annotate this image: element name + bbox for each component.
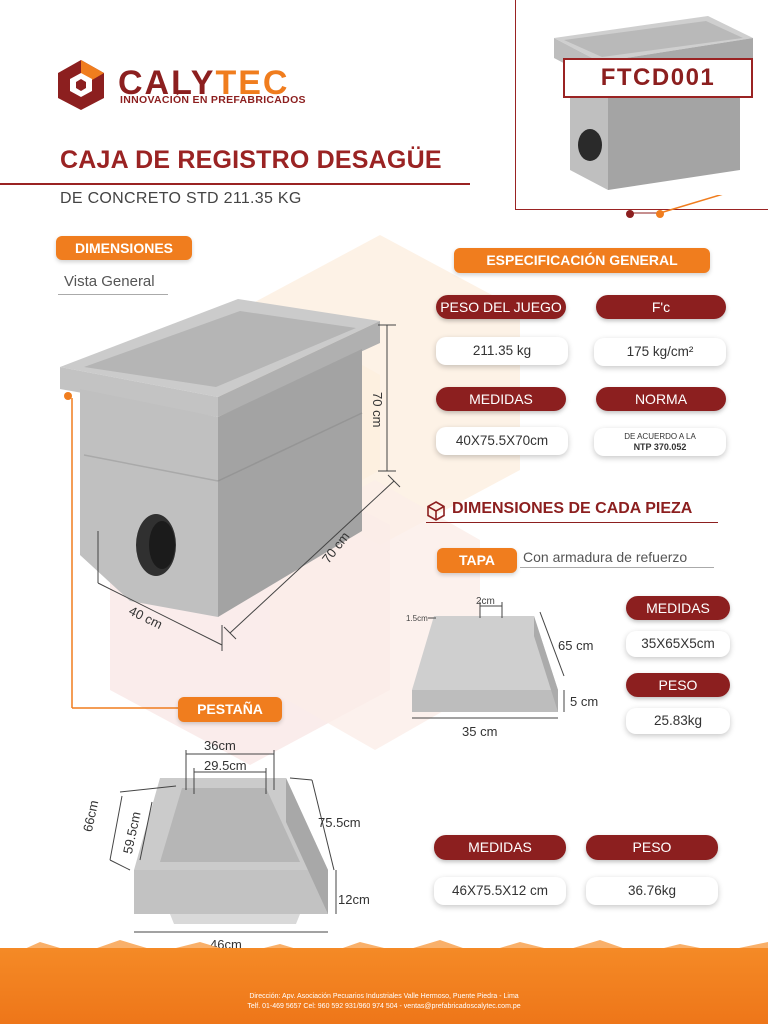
page-subtitle: DE CONCRETO STD 211.35 KG xyxy=(60,190,302,207)
tapa-35cm-dim: 35 cm xyxy=(462,724,498,739)
title-divider xyxy=(0,183,470,185)
pestana-illustration xyxy=(109,750,337,933)
dimensiones-label: DIMENSIONES xyxy=(56,236,192,260)
product-photo xyxy=(554,16,753,190)
pestana-295cm-dim: 29.5cm xyxy=(204,758,247,773)
medidas-label: MEDIDAS xyxy=(436,387,566,411)
norma-label: NORMA xyxy=(596,387,726,411)
footer-contact: Telf. 01-469 5657 Cel: 960 592 931/960 9… xyxy=(247,1003,521,1010)
tapa-2cm-dim: 2cm xyxy=(476,596,495,607)
pestana-connector xyxy=(64,392,178,709)
pestana-peso-label: PESO xyxy=(586,835,718,860)
footer-address: Dirección: Apv. Asociación Pecuarios Ind… xyxy=(249,993,519,1000)
pestana-label: PESTAÑA xyxy=(178,697,282,722)
photo-frame-dots xyxy=(626,195,723,218)
product-photo-frame xyxy=(515,0,768,210)
fc-label: F'c xyxy=(596,295,726,319)
brand-name: CALYTEC xyxy=(118,64,290,102)
page-title: CAJA DE REGISTRO DESAGÜE xyxy=(60,146,442,174)
footer-bar xyxy=(0,948,768,1024)
brand-tagline: INNOVACIÓN EN PREFABRICADOS xyxy=(120,94,306,106)
norma-value: DE ACUERDO A LA NTP 370.052 xyxy=(594,428,726,456)
medidas-value: 40X75.5X70cm xyxy=(436,427,568,455)
tapa-note: Con armadura de refuerzo xyxy=(523,549,688,565)
piezas-underline xyxy=(426,522,718,523)
product-code-badge: FTCD001 xyxy=(563,58,753,98)
tapa-illustration xyxy=(412,602,565,719)
box-illustration xyxy=(60,299,401,651)
tapa-medidas-value: 35X65X5cm xyxy=(626,631,730,657)
norma-line2: NTP 370.052 xyxy=(633,442,687,452)
peso-juego-label: PESO DEL JUEGO xyxy=(436,295,566,319)
tapa-65cm-dim: 65 cm xyxy=(558,638,594,653)
tapa-5cm-dim: 5 cm xyxy=(570,694,599,709)
pestana-12cm-dim: 12cm xyxy=(338,892,370,907)
calytec-logo-icon xyxy=(58,60,104,110)
pestana-peso-value: 36.76kg xyxy=(586,877,718,905)
box-height-dim: 70 cm xyxy=(370,392,385,428)
tapa-15cm-dim: 1.5cm xyxy=(406,614,428,623)
pestana-medidas-label: MEDIDAS xyxy=(434,835,566,860)
especificacion-label: ESPECIFICACIÓN GENERAL xyxy=(454,248,710,273)
tapa-peso-value: 25.83kg xyxy=(626,708,730,734)
tapa-medidas-label: MEDIDAS xyxy=(626,596,730,620)
tapa-note-underline xyxy=(520,567,714,568)
tapa-peso-label: PESO xyxy=(626,673,730,697)
pestana-medidas-value: 46X75.5X12 cm xyxy=(434,877,566,905)
tapa-label: TAPA xyxy=(437,548,517,573)
pestana-36cm-dim: 36cm xyxy=(204,738,236,753)
peso-juego-value: 211.35 kg xyxy=(436,337,568,365)
view-label: Vista General xyxy=(64,273,155,290)
fc-value: 175 kg/cm² xyxy=(594,338,726,366)
piezas-label: DIMENSIONES DE CADA PIEZA xyxy=(452,500,693,517)
cube-outline-icon xyxy=(427,501,445,521)
view-underline xyxy=(58,294,168,295)
norma-line1: DE ACUERDO A LA xyxy=(624,432,696,441)
pestana-755cm-dim: 75.5cm xyxy=(318,815,361,830)
